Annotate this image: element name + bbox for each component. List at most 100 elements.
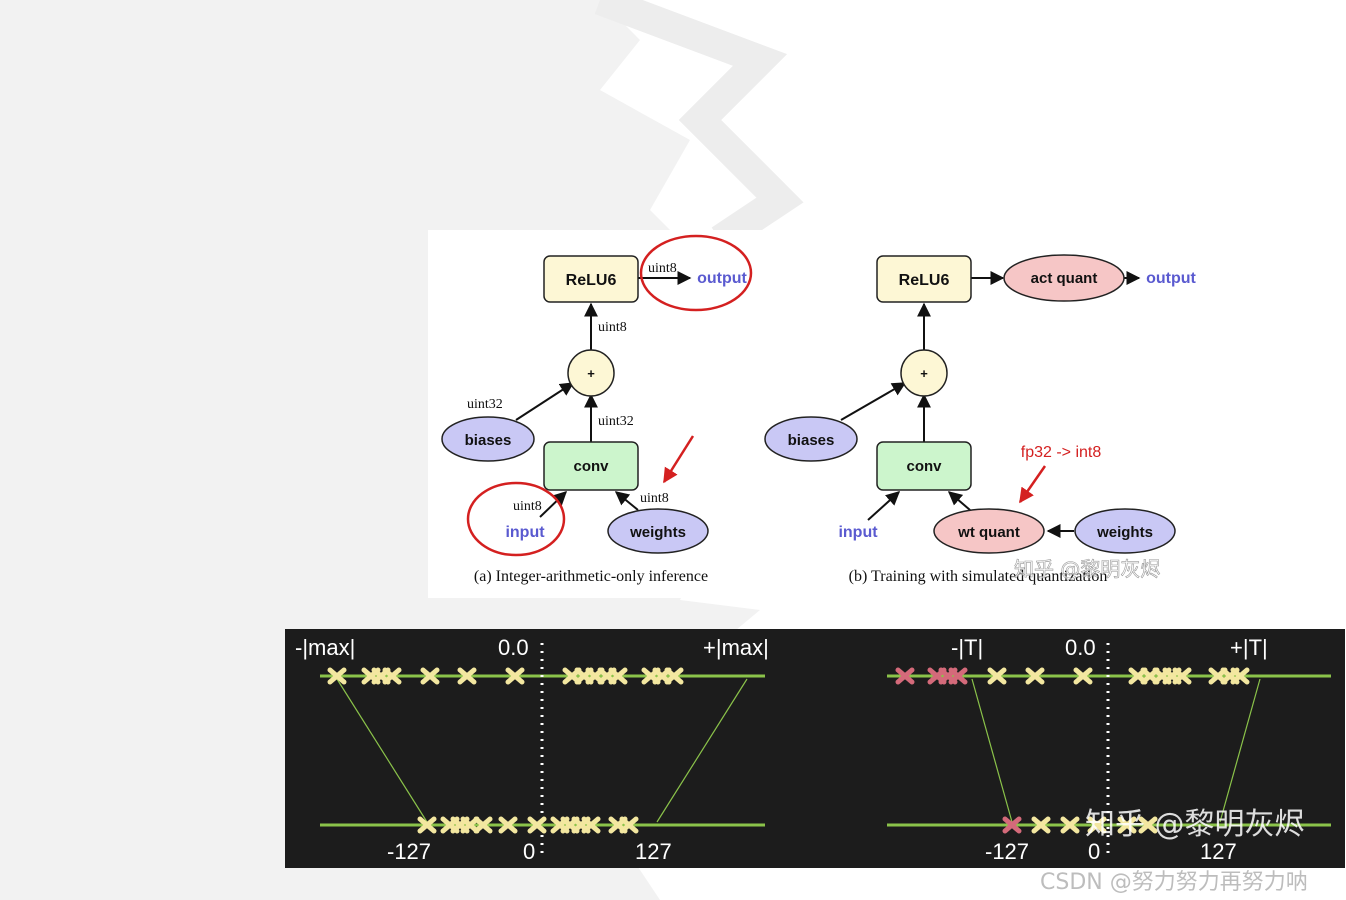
label-pos-max: +|max| [703,635,769,660]
symmetric-max-mapping: -|max| 0.0 +|max| -127 0 127 [295,635,769,864]
x-marker [1172,667,1192,685]
x-marker [527,816,547,834]
conv-label: conv [573,458,609,475]
edge-biases-plus [515,382,575,421]
conv-node-b [876,441,972,491]
caption-a: (a) Integer-arithmetic-only inference [474,568,708,585]
x-marker [457,667,477,685]
tick-zero-right: 0 [1088,839,1100,864]
weights-node [607,508,709,554]
x-marker [1002,816,1022,834]
x-marker [1073,667,1093,685]
edge-input-conv [539,491,568,518]
input-label: input [505,524,545,541]
diagram-a: ReLU6 + conv biases weights input output… [441,234,753,585]
relu6-label-b: ReLU6 [899,272,950,289]
map-line-left-neg [336,678,428,823]
tick-127-right: 127 [1200,839,1237,864]
edge-label-conv-plus: uint32 [598,414,634,429]
plus-node-b [900,349,948,397]
conv-node [543,441,639,491]
x-marker [505,667,525,685]
watermark-zhihu-bottom: 知乎 @黎明灰烬 [1085,807,1305,842]
x-marker [498,816,518,834]
edge-input-conv-b [867,491,901,521]
x-marker [581,816,601,834]
x-marker [664,667,684,685]
tick-zero-left: 0 [523,839,535,864]
relu6-node [543,255,639,303]
plus-label-b: + [920,366,928,381]
biases-label-b: biases [788,432,835,449]
diagram-b: ReLU6 act quant output + conv biases inp… [764,254,1197,585]
biases-label: biases [465,432,512,449]
x-marker [1117,816,1137,834]
map-line-right-pos [1219,678,1261,823]
plus-label: + [587,366,595,381]
edge-label-relu-output: uint8 [648,261,677,276]
x-marker [895,667,915,685]
fp32-int8-annotation: fp32 -> int8 [1021,444,1102,461]
x-marker [1060,816,1080,834]
red-arrow-b [1018,465,1047,504]
x-marker [1087,816,1107,834]
input-label-b: input [838,524,878,541]
x-marker [619,816,639,834]
conv-label-b: conv [906,458,942,475]
highlight-circle-output [639,234,753,312]
plus-node [567,349,615,397]
edge-label-plus-relu: uint8 [598,320,627,335]
biases-node-b [764,416,858,462]
weights-label-b: weights [1096,524,1153,541]
x-marker [1025,667,1045,685]
edge-label-input-conv: uint8 [513,499,542,514]
x-marker [948,667,968,685]
relu6-node-b [876,255,972,303]
map-line-left-pos [656,678,748,823]
tick-neg127-left: -127 [387,839,431,864]
act-quant-label: act quant [1031,270,1098,287]
x-marker [382,667,402,685]
label-pos-t: +|T| [1230,635,1268,660]
x-marker [417,816,437,834]
tick-neg127-right: -127 [985,839,1029,864]
biases-node [441,416,535,462]
x-marker [473,816,493,834]
quantization-mapping-svg: -|max| 0.0 +|max| -127 0 127 -|T| 0.0 +|… [295,635,1331,864]
x-marker [327,667,347,685]
watermark-zhihu-top: 知乎 @黎明灰烬 [1014,557,1160,581]
edge-label-biases-plus: uint32 [467,397,503,412]
quantization-graphs: ReLU6 + conv biases weights input output… [441,234,1197,585]
highlight-circle-input [466,481,566,557]
int-markers-left [417,816,639,834]
csdn-watermark: CSDN @努力努力再努力呐 [1040,870,1308,895]
gray-brush-shape-2 [594,0,804,253]
output-label-b: output [1146,270,1196,287]
red-arrow-a [662,435,695,484]
quantization-mapping-figure: -|max| 0.0 +|max| -127 0 127 -|T| 0.0 +|… [285,629,1345,868]
wt-quant-node [933,508,1045,554]
label-zero-left: 0.0 [498,635,529,660]
x-marker [608,667,628,685]
x-marker [1138,816,1158,834]
label-neg-t: -|T| [951,635,983,660]
fp-markers-right [895,667,1250,685]
caption-b: (b) Training with simulated quantization [849,568,1108,585]
wt-quant-label: wt quant [957,524,1020,541]
output-label: output [697,270,747,287]
edge-weights-conv [614,491,639,511]
x-marker [987,667,1007,685]
tick-127-left: 127 [635,839,672,864]
label-neg-max: -|max| [295,635,355,660]
x-marker [1031,816,1051,834]
fp-markers-left [327,667,684,685]
edge-biases-plus-b [840,382,907,421]
weights-node-b [1074,508,1176,554]
edge-wtquant-conv [947,491,971,511]
int-markers-right [1002,816,1158,834]
edge-label-weights-conv: uint8 [640,491,669,506]
relu6-label: ReLU6 [566,272,617,289]
weights-label: weights [629,524,686,541]
map-line-right-neg [971,678,1013,823]
label-zero-right: 0.0 [1065,635,1096,660]
